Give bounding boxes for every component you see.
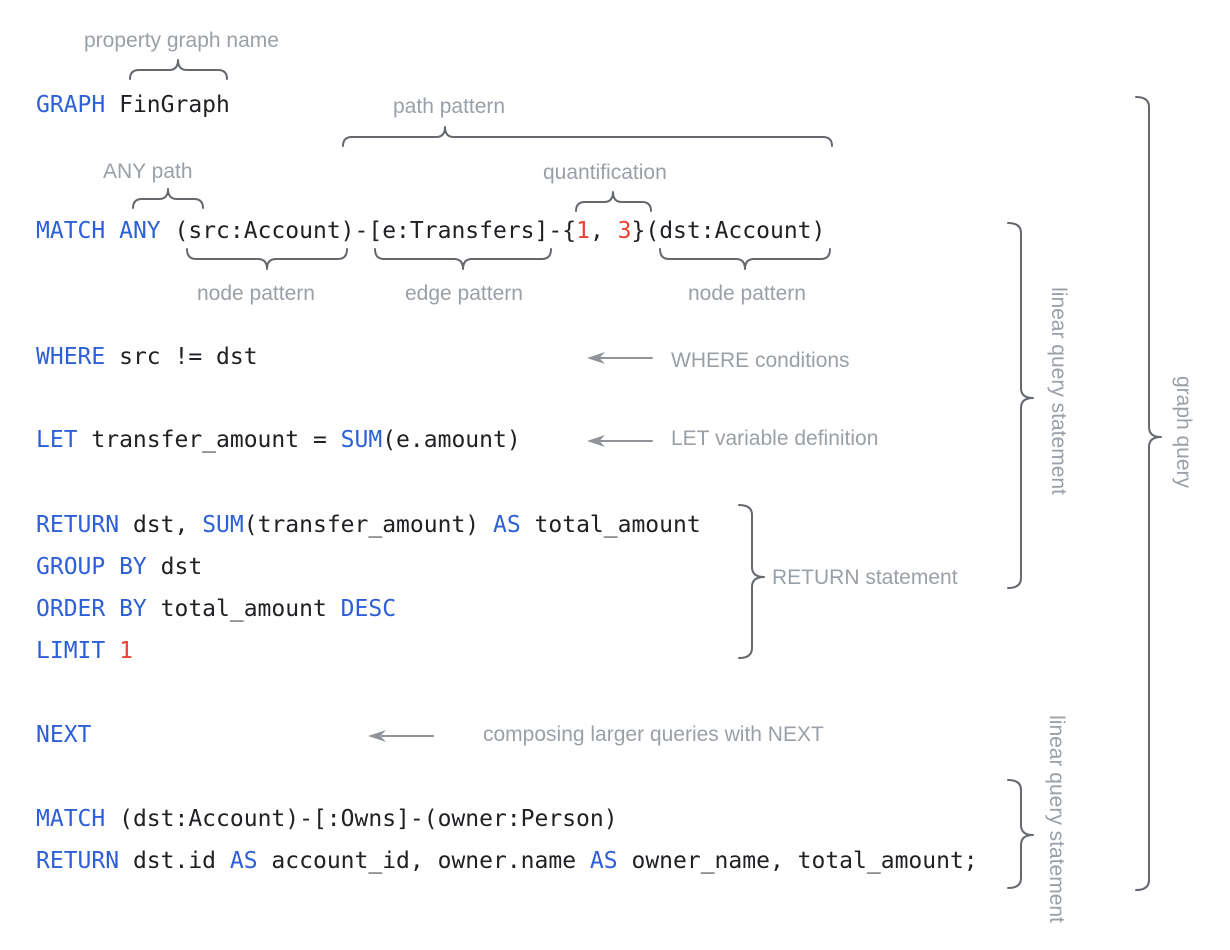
node-pattern-right-label: node pattern — [688, 282, 806, 305]
edge-pattern-label: edge pattern — [405, 282, 523, 305]
code-line-next: NEXT — [36, 722, 92, 748]
code-line-match-owns: MATCH (dst:Account)-[:Owns]-(owner:Perso… — [36, 806, 618, 832]
code-line-let: LET transfer_amount = SUM(e.amount) — [36, 427, 521, 453]
code-line-graph: GRAPH FinGraph — [36, 92, 230, 118]
node-pattern-right-brace — [659, 248, 831, 270]
code-line-where: WHERE src != dst — [36, 344, 258, 370]
property-graph-name-brace — [129, 59, 228, 80]
linear-query-statement-label-2: linear query statement — [1045, 715, 1068, 923]
graph-query-label: graph query — [1172, 375, 1195, 489]
let-variable-definition-label: LET variable definition — [671, 427, 879, 450]
let-variable-definition-arrow — [587, 435, 653, 447]
node-pattern-left-brace — [186, 248, 348, 270]
code-line-match-any: MATCH ANY (src:Account)-[e:Transfers]-{1… — [36, 218, 826, 244]
code-line-order-by: ORDER BY total_amount DESC — [36, 596, 397, 622]
linear-query-statement-brace-1 — [1007, 222, 1034, 589]
return-statement-brace — [738, 504, 765, 659]
code-line-group-by: GROUP BY dst — [36, 554, 203, 580]
where-conditions-label: WHERE conditions — [671, 349, 850, 372]
edge-pattern-brace — [374, 248, 552, 270]
composing-next-label: composing larger queries with NEXT — [483, 723, 824, 746]
code-line-final-return: RETURN dst.id AS account_id, owner.name … — [36, 848, 978, 874]
quantification-label: quantification — [543, 161, 667, 184]
code-line-return: RETURN dst, SUM(transfer_amount) AS tota… — [36, 512, 701, 538]
graph-query-brace — [1135, 96, 1162, 891]
linear-query-statement-brace-2 — [1007, 779, 1034, 889]
path-pattern-brace — [342, 126, 833, 147]
quantification-brace — [575, 191, 652, 212]
property-graph-name-label: property graph name — [84, 29, 279, 52]
code-line-limit: LIMIT 1 — [36, 638, 133, 664]
where-conditions-arrow — [587, 352, 653, 364]
any-path-label: ANY path — [103, 160, 193, 183]
return-statement-label: RETURN statement — [772, 566, 958, 589]
path-pattern-label: path pattern — [393, 95, 506, 118]
linear-query-statement-label-1: linear query statement — [1047, 287, 1070, 495]
composing-next-arrow — [368, 730, 434, 742]
node-pattern-left-label: node pattern — [197, 282, 315, 305]
any-path-brace — [132, 188, 204, 209]
